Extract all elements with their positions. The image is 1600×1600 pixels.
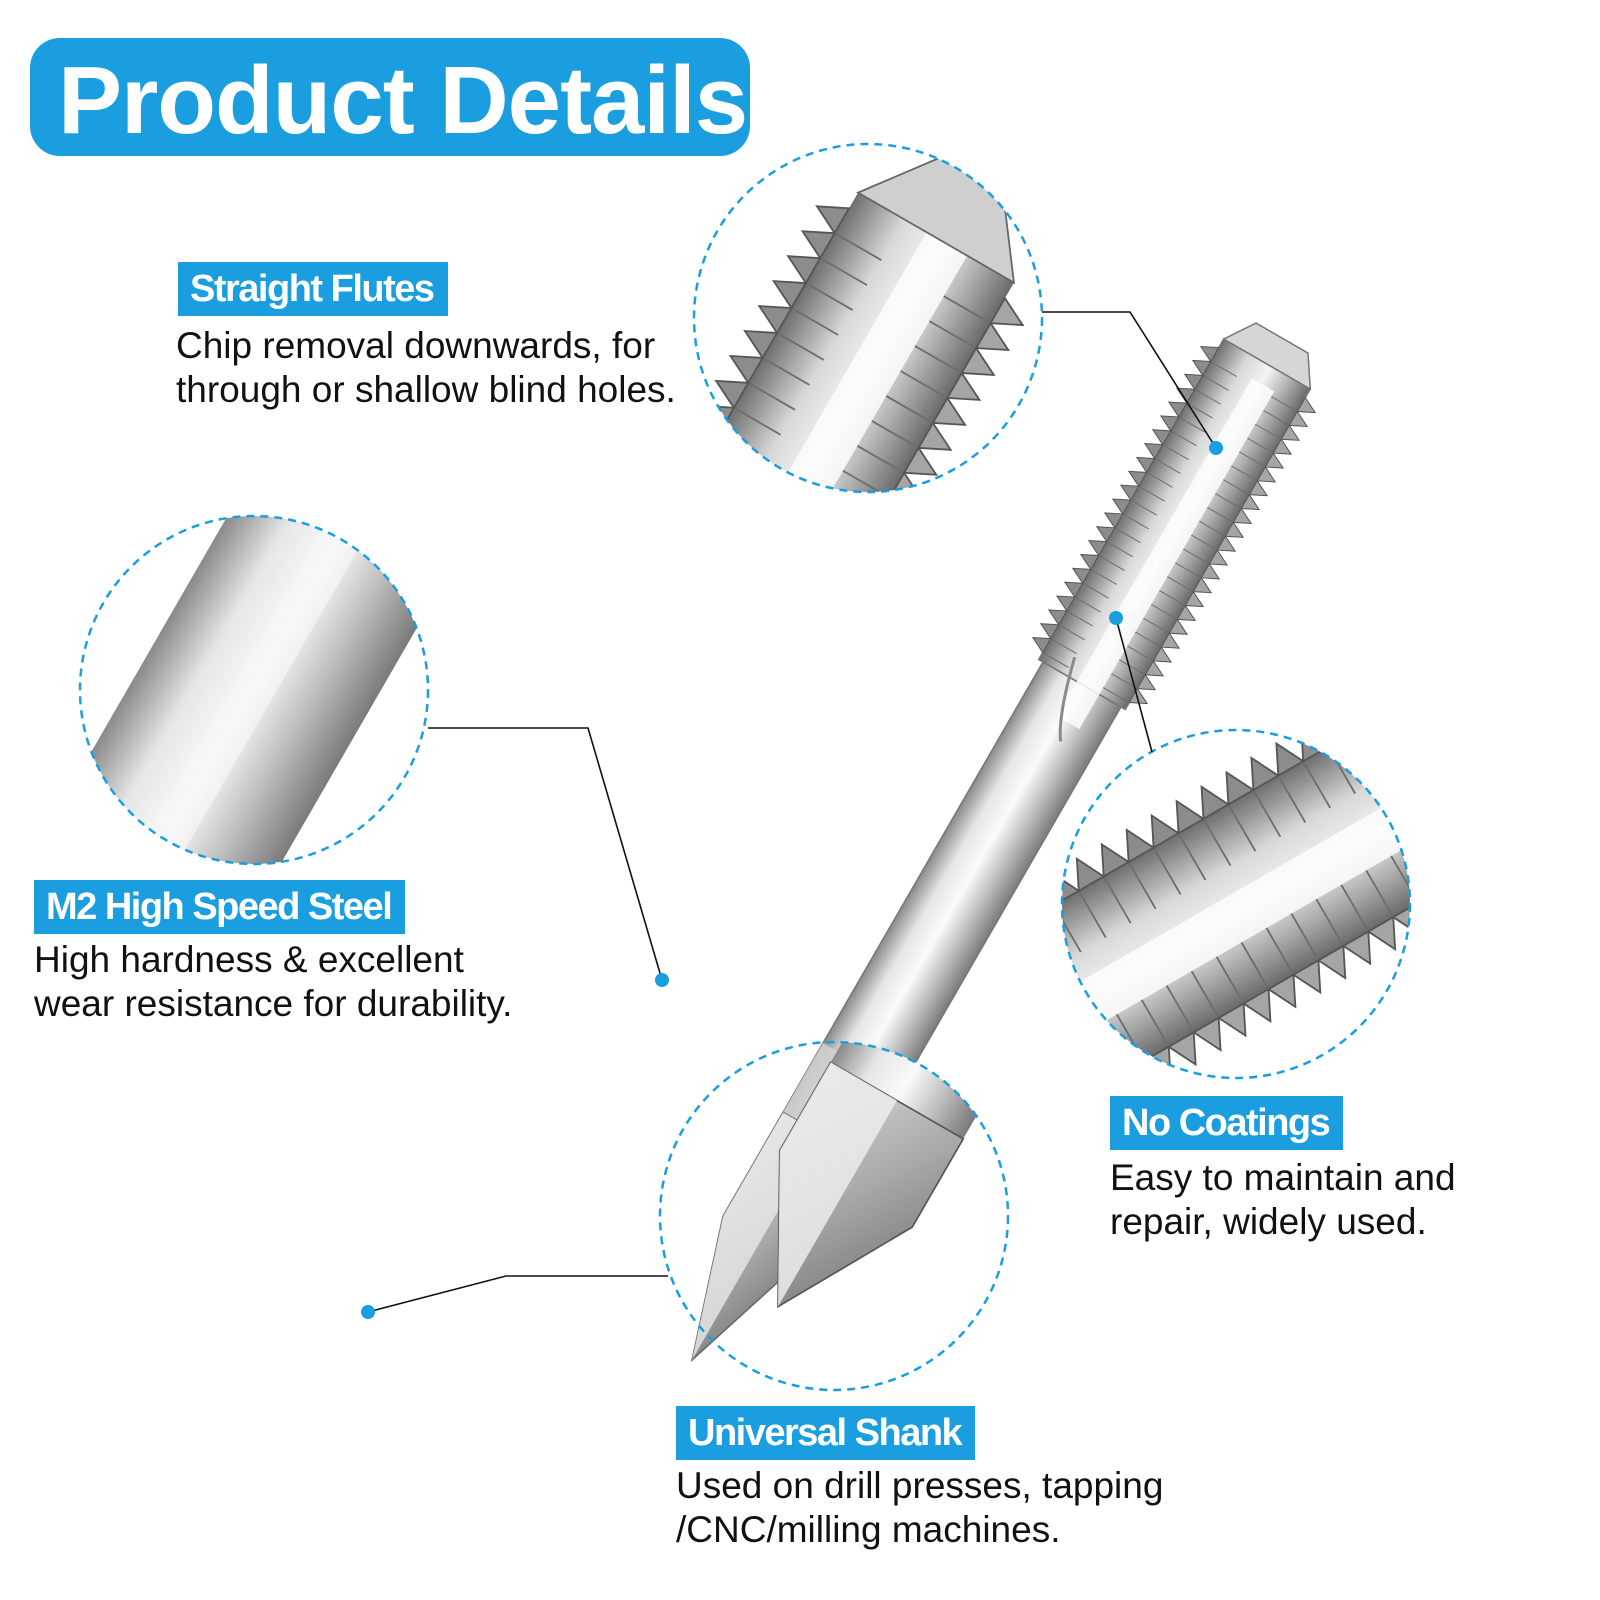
zoom-circle-no-coatings [1060, 728, 1412, 1080]
feature-label-straight-flutes: Straight Flutes [178, 262, 448, 316]
leader-m2-steel [428, 727, 663, 981]
leader-straight-flutes [1042, 311, 1217, 449]
callout-dot-universal-shank [361, 1305, 375, 1319]
feature-label-m2-steel: M2 High Speed Steel [34, 880, 406, 934]
feature-desc-m2-steel: High hardness & excellent wear resistanc… [34, 939, 513, 1024]
zoom-circle-universal-shank [658, 1040, 1010, 1392]
leader-no-coatings [1115, 617, 1153, 753]
feature-desc-straight-flutes: Chip removal downwards, for through or s… [176, 325, 676, 410]
callout-dot-no-coatings [1109, 611, 1123, 625]
tap-thread-teeth [1031, 346, 1317, 705]
feature-desc-no-coatings: Easy to maintain and repair, widely used… [1110, 1157, 1456, 1242]
feature-label-universal-shank: Universal Shank [676, 1406, 976, 1460]
zoom-circle-straight-flutes [692, 142, 1044, 494]
callout-dot-straight-flutes [1209, 441, 1223, 455]
page-title: Product Details [58, 47, 748, 154]
feature-desc-universal-shank: Used on drill presses, tapping /CNC/mill… [676, 1465, 1164, 1550]
zoom-circle-m2-steel [78, 514, 430, 866]
leader-universal-shank [367, 1275, 668, 1313]
callout-dot-m2-steel [655, 973, 669, 987]
tap-body [690, 322, 1317, 1363]
tap-tip [1222, 322, 1312, 391]
title-banner [30, 38, 750, 156]
feature-label-no-coatings: No Coatings [1110, 1096, 1344, 1150]
